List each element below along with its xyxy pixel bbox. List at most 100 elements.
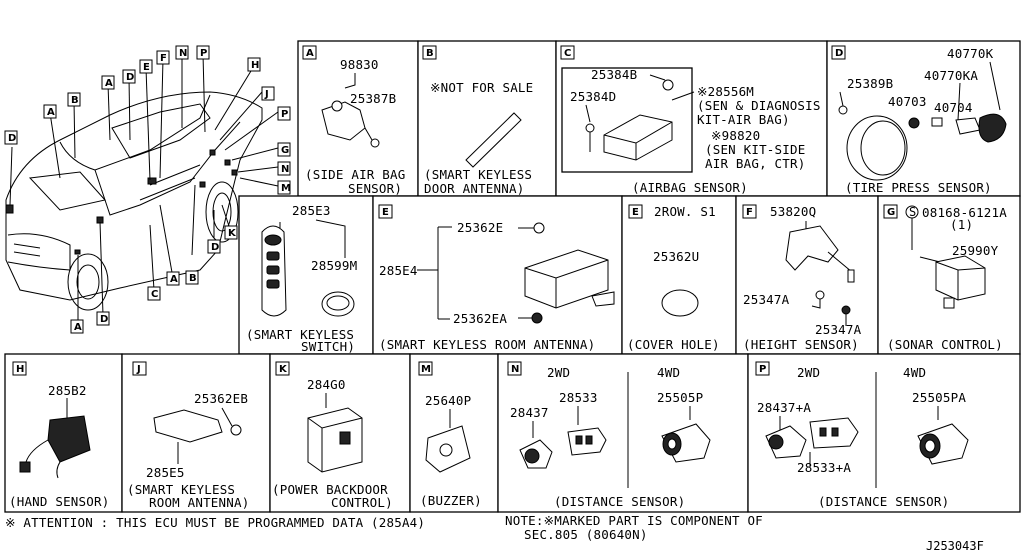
panel-n-4wd: 4WD — [657, 365, 680, 380]
panel-a-caption-2: SENSOR) — [348, 181, 402, 196]
tire-pressure-sensor-icon — [978, 113, 1007, 143]
callout-tag-a: A — [47, 107, 55, 118]
callout-tag-b: B — [71, 95, 79, 106]
cover-row-label: 2ROW. S1 — [654, 204, 716, 219]
part-25347a-left: 25347A — [743, 292, 790, 307]
component-note-line-2: SEC.805 (80640N) — [524, 527, 648, 542]
panel-b-caption-1: (SMART KEYLESS — [424, 167, 532, 182]
bolt-icon — [370, 138, 380, 148]
panel-j-caption-2: ROOM ANTENNA) — [149, 495, 249, 510]
callout-tag-box — [277, 106, 291, 121]
callout-tag-e: E — [143, 62, 150, 73]
nut-icon — [662, 79, 674, 91]
room-antenna-icon — [524, 249, 609, 309]
part-08168-qty: (1) — [950, 217, 973, 232]
panel-b-caption-2: DOOR ANTENNA) — [424, 181, 524, 196]
airbag-control-unit-icon — [603, 114, 673, 161]
panel-c-caption: (AIRBAG SENSOR) — [632, 180, 748, 195]
panel-f-caption: (HEIGHT SENSOR) — [743, 337, 859, 352]
part-25387b: 25387B — [350, 91, 396, 106]
wheel-rim-icon — [846, 115, 908, 181]
panel-j: 25362EB 285E5 (SMART KEYLESS ROOM ANTENN… — [127, 391, 249, 510]
panel-g-caption: (SONAR CONTROL) — [887, 337, 1003, 352]
svg-text:S: S — [909, 205, 916, 219]
clip-icon — [533, 222, 545, 234]
hand-sensor-icon — [47, 415, 91, 463]
callout-tag-box — [4, 130, 18, 145]
part-25347a-right: 25347A — [815, 322, 862, 337]
part-25640p: 25640P — [425, 393, 471, 408]
panel-k-letter: K — [279, 364, 288, 375]
part-25505pa: 25505PA — [912, 390, 966, 405]
panel-e: 25362E 285E4 25362EA (SMART KEYLESS ROOM… — [379, 220, 615, 352]
part-28599m: 28599M — [311, 258, 357, 273]
callout-tag-a: A — [105, 78, 113, 89]
attention-note: ※ ATTENTION : THIS ECU MUST BE PROGRAMME… — [5, 515, 425, 530]
callout-tag-d: D — [211, 242, 219, 253]
panel-a: 98830 25387B (SIDE AIR BAG SENSOR) — [305, 57, 405, 196]
callout-tag-b: B — [189, 273, 197, 284]
part-53820q: 53820Q — [770, 204, 816, 219]
callout-tag-a: A — [74, 322, 82, 333]
part-98820: ※98820 — [711, 128, 760, 143]
part-25362u: 25362U — [653, 249, 699, 264]
panel-e-cover-frame — [621, 195, 737, 355]
panel-m-letter: M — [421, 364, 431, 375]
callout-tag-d: D — [100, 314, 108, 325]
callout-tag-box — [196, 45, 210, 60]
callout-tag-box — [207, 239, 221, 254]
callout-tag-box — [277, 180, 291, 195]
panel-g: S 08168-6121A (1) 25990Y (SONAR CONTROL) — [887, 205, 1007, 352]
callout-tag-box — [166, 271, 180, 286]
part-25362eb: 25362EB — [194, 391, 248, 406]
part-25505p: 25505P — [657, 390, 703, 405]
panel-n: 2WD 28437 28533 4WD 25505P (DISTANCE SEN… — [510, 365, 711, 509]
part-98830: 98830 — [340, 57, 379, 72]
panel-b-letter: B — [426, 48, 434, 59]
panel-n-caption: (DISTANCE SENSOR) — [554, 494, 685, 509]
part-28556m: ※28556M — [697, 84, 754, 99]
panel-n-frame — [497, 353, 749, 513]
panel-p-4wd: 4WD — [903, 365, 926, 380]
callout-tag-box — [96, 311, 110, 326]
callout-tag-box — [101, 75, 115, 90]
panel-k: 284G0 (POWER BACKDOOR CONTROL) — [272, 377, 393, 510]
panel-g-letter: G — [887, 207, 895, 218]
part-40703: 40703 — [888, 94, 927, 109]
part-40770k: 40770K — [947, 46, 994, 61]
callout-tag-box — [156, 50, 170, 65]
panel-d-caption: (TIRE PRESS SENSOR) — [845, 180, 992, 195]
part-98820-desc-1: (SEN KIT-SIDE — [705, 142, 805, 157]
part-98820-desc-2: AIR BAG, CTR) — [705, 156, 805, 171]
panel-f-letter: F — [746, 207, 753, 218]
cover-hole-icon — [661, 289, 699, 317]
callout-tag-box — [261, 86, 275, 101]
callout-tag-j: J — [264, 89, 269, 100]
part-08168-6121a: 08168-6121A — [922, 205, 1007, 220]
part-284g0: 284G0 — [307, 377, 346, 392]
callout-tag-h: H — [251, 60, 259, 71]
callout-tag-box — [43, 104, 57, 119]
panel-d-switch: 285E3 28599M (SMART KEYLESS SWITCH) — [246, 203, 357, 354]
not-for-sale-note: ※NOT FOR SALE — [430, 80, 533, 95]
part-28556m-desc-2: KIT-AIR BAG) — [697, 112, 790, 127]
panel-e-cover-caption: (COVER HOLE) — [627, 337, 720, 352]
panel-e-caption: (SMART KEYLESS ROOM ANTENNA) — [379, 337, 595, 352]
sonar-control-unit-icon — [935, 255, 986, 301]
panel-e-letter: E — [382, 207, 389, 218]
part-28533: 28533 — [559, 390, 598, 405]
panel-d-letter: D — [835, 48, 843, 59]
part-285e4: 285E4 — [379, 263, 418, 278]
callout-tag-m: M — [281, 183, 291, 194]
part-25362ea: 25362EA — [453, 311, 507, 326]
part-25384d: 25384D — [570, 89, 616, 104]
panel-a-letter: A — [306, 48, 314, 59]
part-28437: 28437 — [510, 405, 549, 420]
panel-d: 40770K 25389B 40770KA 40703 40704 (TIRE … — [838, 46, 1007, 195]
panel-p: 2WD 28437+A 28533+A 4WD 25505PA (DISTANC… — [757, 365, 969, 509]
callout-tag-box — [185, 270, 199, 285]
door-antenna-icon — [465, 112, 522, 168]
panel-h-caption: (HAND SENSOR) — [9, 494, 109, 509]
panel-j-letter: J — [136, 364, 141, 375]
